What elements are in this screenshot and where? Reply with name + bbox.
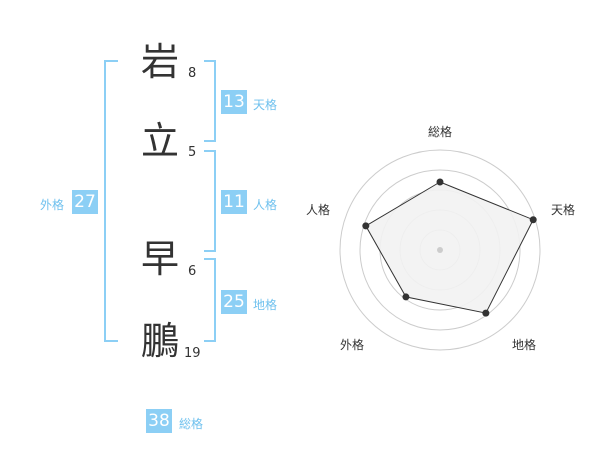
name-char-2: 立 [140,119,179,163]
chikaku-label: 地格 [253,298,278,312]
tenkaku-value: 13 [221,90,247,114]
radar-point-1 [436,178,444,186]
chikaku-value: 25 [221,290,247,314]
soukaku-value: 38 [146,409,172,433]
gaikaku-bracket [104,60,118,342]
radar-point-5 [362,222,370,230]
stroke-count-2: 5 [188,145,197,160]
gaikaku-label: 外格 [40,198,65,212]
radar-axis-label-jinkaku: 人格 [305,203,330,217]
radar-point-3 [482,309,490,317]
radar-polygon [365,181,534,314]
radar-point-2 [529,216,537,224]
radar-axis-label-chikaku: 地格 [511,338,536,352]
radar-ring-1 [339,149,541,351]
radar-ring-2 [359,169,521,331]
jinkaku-label: 人格 [253,198,278,212]
radar-point-4 [402,293,410,301]
radar-axis-label-tenkaku: 天格 [550,203,575,217]
gaikaku-value: 27 [72,190,98,214]
radar-axis-label-soukaku: 総格 [427,125,452,139]
name-char-1: 岩 [140,40,179,84]
radar-axis-label-gaikaku: 外格 [339,338,364,352]
jinkaku-value: 11 [221,190,247,214]
jinkaku-bracket [204,150,216,252]
chikaku-bracket [204,258,216,342]
soukaku-label: 総格 [179,417,204,431]
name-char-3: 早 [140,237,179,281]
stroke-count-4: 19 [184,346,201,361]
stroke-count-3: 6 [188,264,197,279]
radar-center-dot [437,247,443,253]
stroke-count-1: 8 [188,66,197,81]
name-char-4: 鵬 [140,319,179,363]
tenkaku-bracket [204,60,216,142]
tenkaku-label: 天格 [253,98,278,112]
